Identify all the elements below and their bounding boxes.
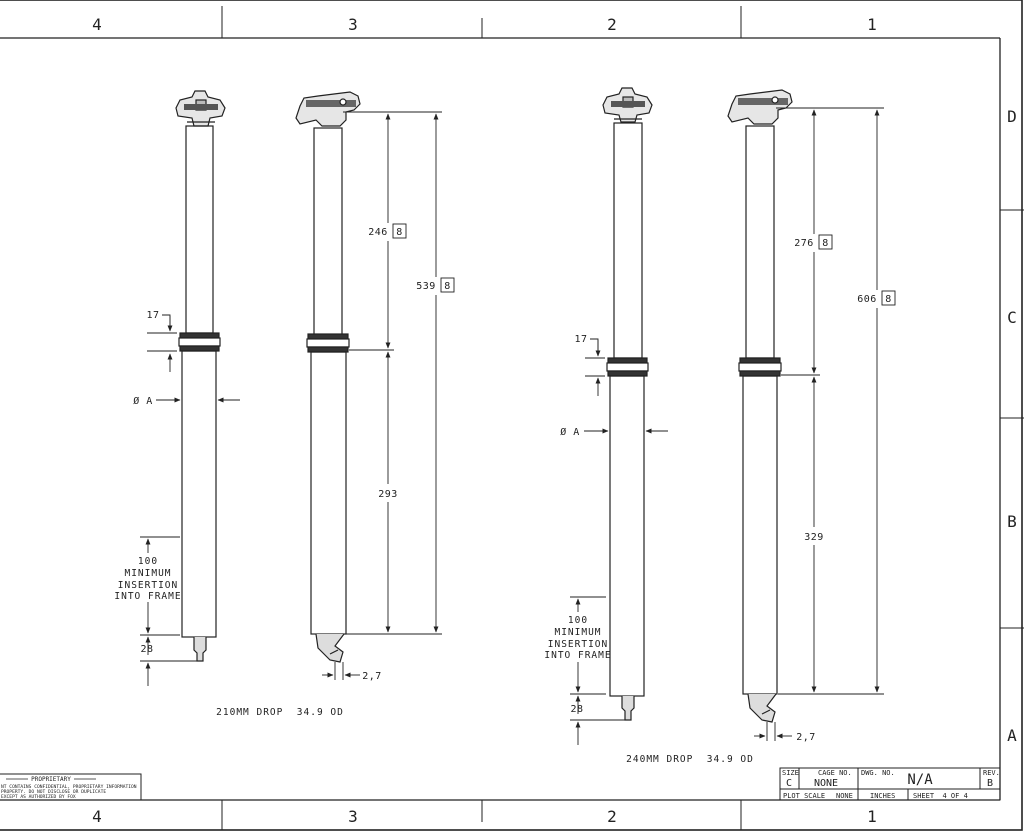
title-block [779, 767, 1001, 801]
insertion-label: INTO FRAME [114, 591, 181, 602]
travel-dimension: 246 [368, 227, 388, 238]
col-label-top: 4 [92, 15, 102, 34]
travel-dimension: 276 [794, 238, 814, 249]
proprietary-line: PROPERTY. DO NOT DISCLOSE OR DUPLICATE [1, 789, 106, 795]
lower-dimension: 293 [378, 489, 398, 500]
rev-value: B [987, 778, 993, 789]
col-label-top: 2 [607, 15, 617, 34]
insertion-label: 100 [568, 615, 588, 626]
insertion-label: MINIMUM [124, 568, 171, 579]
seatpost-240-side-view [727, 89, 793, 723]
cage-label: CAGE NO. [818, 769, 852, 777]
col-label-bottom: 2 [607, 807, 617, 826]
dimensions-210 [140, 111, 455, 686]
row-label: B [1007, 512, 1017, 531]
seatpost-210-front-view [175, 90, 226, 662]
box-symbol: 8 [396, 227, 403, 238]
proprietary-notice: PROPRIETARY NT CONTAINS CONFIDENTIAL, PR… [0, 773, 142, 801]
units-value: INCHES [870, 792, 895, 800]
col-label-top: 3 [348, 15, 358, 34]
col-label-bottom: 3 [348, 807, 358, 826]
diameter-label: Ø A [560, 426, 580, 438]
dwg-value: N/A [907, 772, 933, 788]
offset-dimension: 2,7 [796, 732, 816, 743]
offset-dimension: 2,7 [362, 671, 382, 682]
box-symbol: 8 [444, 281, 451, 292]
col-label-bottom: 4 [92, 807, 102, 826]
diameter-label: Ø A [133, 395, 153, 407]
insertion-label: MINIMUM [554, 627, 601, 638]
overall-dimension: 539 [416, 281, 436, 292]
box-symbol: 8 [822, 238, 829, 249]
plot-scale-label: PLOT SCALE [783, 792, 825, 800]
col-label-bottom: 1 [867, 807, 877, 826]
row-label: A [1007, 726, 1017, 745]
view-caption: 240MM DROP 34.9 OD [626, 754, 754, 765]
rev-label: REV. [983, 769, 1000, 777]
sheet-value: SHEET 4 OF 4 [913, 792, 968, 800]
proprietary-line: NT CONTAINS CONFIDENTIAL, PROPRIETARY IN… [1, 784, 137, 790]
row-label: D [1007, 107, 1017, 126]
insertion-label: INTO FRAME [544, 650, 611, 661]
dimension-text-210: 246 8 539 8 293 17 Ø A 100 MINIMUM INSER… [114, 227, 450, 718]
proprietary-title: PROPRIETARY [31, 776, 71, 783]
proprietary-line: EXCEPT AS AUTHORIZED BY FOX [1, 794, 76, 800]
title-block-text: SIZE C CAGE NO. NONE DWG. NO. N/A REV. B… [782, 769, 1000, 800]
collar-dimension: 17 [146, 310, 159, 321]
collar-dimension: 17 [574, 334, 587, 345]
col-label-top: 1 [867, 15, 877, 34]
dimensions-240 [570, 107, 896, 745]
insertion-label: 100 [138, 556, 158, 567]
dimension-text-240: 276 8 606 8 329 17 Ø A 100 MINIMUM INSER… [544, 238, 891, 765]
bottom-dimension: 28 [570, 704, 583, 715]
view-caption: 210MM DROP 34.9 OD [216, 707, 344, 718]
cage-value: NONE [814, 778, 838, 789]
bottom-dimension: 28 [140, 644, 153, 655]
size-value: C [786, 778, 792, 789]
dwg-label: DWG. NO. [861, 769, 895, 777]
row-label: C [1007, 308, 1017, 327]
size-label: SIZE [782, 769, 799, 777]
zone-labels: 4 3 2 1 4 3 2 1 D C B A [92, 15, 1017, 826]
box-symbol: 8 [885, 294, 892, 305]
insertion-label: INSERTION [548, 639, 608, 650]
plot-scale-value: NONE [836, 792, 853, 800]
seatpost-210-side-view [295, 91, 361, 663]
lower-dimension: 329 [804, 532, 824, 543]
overall-dimension: 606 [857, 294, 877, 305]
seatpost-240-front-view [602, 87, 653, 721]
insertion-label: INSERTION [118, 580, 178, 591]
